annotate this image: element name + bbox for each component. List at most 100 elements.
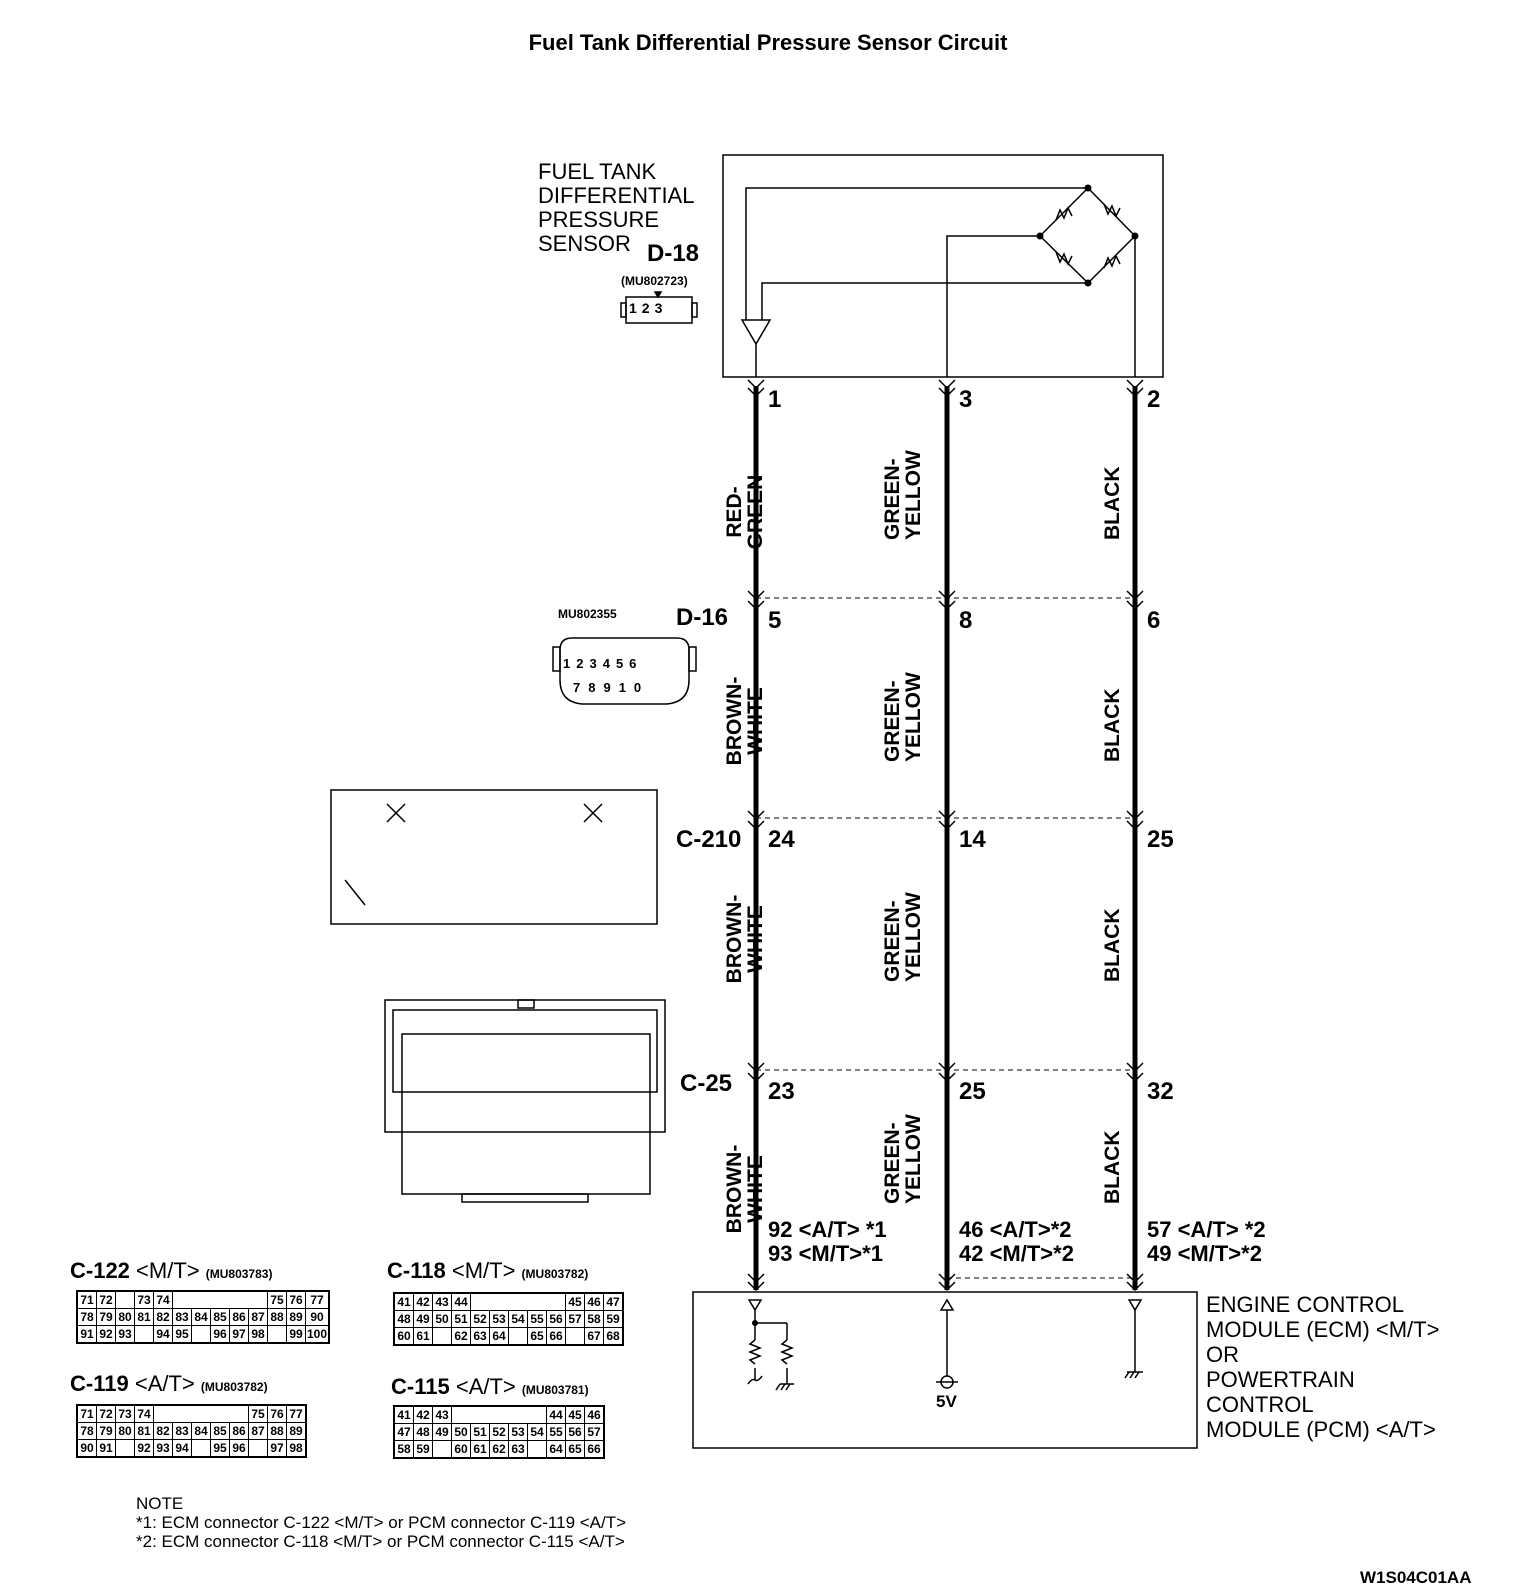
pin-cell — [508, 1327, 528, 1346]
pin-cell: 57 — [584, 1423, 605, 1441]
pin-cell — [508, 1292, 528, 1311]
pin-cell: 97 — [229, 1325, 249, 1344]
pin-cell — [229, 1404, 249, 1423]
pin-cell: 57 — [565, 1310, 585, 1328]
pin-cell: 64 — [546, 1440, 566, 1459]
d18-part: (MU802723) — [621, 274, 688, 288]
pin-number: 24 — [768, 826, 795, 853]
pin-cell: 94 — [153, 1325, 173, 1344]
pin-cell: 44 — [546, 1405, 566, 1424]
pin-cell: 98 — [248, 1325, 268, 1344]
pin-cell: 42 — [413, 1405, 433, 1424]
pin-cell — [191, 1325, 211, 1344]
pin-cell: 49 — [432, 1423, 452, 1441]
pin-cell — [229, 1290, 249, 1309]
pin-cell — [172, 1290, 192, 1309]
pin-cell: 76 — [286, 1290, 306, 1309]
sensor-box — [722, 154, 1164, 378]
pin-cell: 51 — [451, 1310, 471, 1328]
pin-cell: 71 — [76, 1290, 97, 1309]
pin-cell — [248, 1290, 268, 1309]
pin-cell — [527, 1405, 547, 1424]
pin-cell: 66 — [584, 1440, 605, 1459]
wire-color-label: BROWN-WHITE — [723, 676, 767, 766]
pin-cell: 99 — [286, 1325, 306, 1344]
wire-color-label: GREEN- YELLOW — [881, 892, 925, 982]
pin-cell: 42 — [413, 1292, 433, 1311]
pin-cell: 43 — [432, 1405, 452, 1424]
pin-cell: 51 — [470, 1423, 490, 1441]
pin-cell: 76 — [267, 1404, 287, 1423]
pin-cell: 62 — [451, 1327, 471, 1346]
pin-cell — [527, 1440, 547, 1459]
d18-pins: 123 — [629, 300, 668, 316]
d16-connector-icon — [552, 637, 697, 705]
pin-cell: 50 — [451, 1423, 471, 1441]
d16-pins-row1: 123456 — [563, 656, 643, 671]
pin-cell: 56 — [546, 1310, 566, 1328]
pin-cell — [172, 1404, 192, 1423]
pin-cell — [210, 1290, 230, 1309]
pin-cell: 86 — [229, 1308, 249, 1326]
c210-label: C-210 — [676, 826, 742, 853]
pin-cell: 79 — [96, 1308, 116, 1326]
wire-color-label: BROWN-WHITE — [723, 894, 767, 984]
pin-cell — [115, 1439, 135, 1458]
pin-cell: 91 — [96, 1439, 116, 1458]
amplifier-icon — [740, 319, 772, 346]
ecm-box — [692, 1291, 1198, 1449]
wire-color-label: BLACK — [1101, 1130, 1124, 1205]
pin-cell: 82 — [153, 1308, 173, 1326]
pin-cell: 81 — [134, 1422, 154, 1440]
pin-cell: 62 — [489, 1440, 509, 1459]
pin-cell: 92 — [96, 1325, 116, 1344]
pin-cell: 59 — [603, 1310, 624, 1328]
pin-cell — [565, 1327, 585, 1346]
pin-cell: 74 — [134, 1404, 154, 1423]
pin-cell: 73 — [134, 1290, 154, 1309]
pin-cell: 93 — [153, 1439, 173, 1458]
pin-cell: 61 — [470, 1440, 490, 1459]
pin-cell: 48 — [413, 1423, 433, 1441]
pin-cell: 95 — [210, 1439, 230, 1458]
pin-cell: 59 — [413, 1440, 433, 1459]
pin-cell: 83 — [172, 1422, 192, 1440]
pin-cell: 54 — [508, 1310, 528, 1328]
pin-cell — [527, 1292, 547, 1311]
pin-cell: 88 — [267, 1308, 287, 1326]
pin-cell — [546, 1292, 566, 1311]
pin-cell: 41 — [393, 1292, 414, 1311]
pin-cell: 74 — [153, 1290, 173, 1309]
pin-cell: 85 — [210, 1422, 230, 1440]
c119-label: C-119 <A/T> (MU803782) — [70, 1371, 268, 1396]
pin-cell — [191, 1439, 211, 1458]
pin-cell: 46 — [584, 1405, 605, 1424]
pin-number: 6 — [1147, 607, 1161, 634]
pin-cell: 52 — [489, 1423, 509, 1441]
pin-cell: 89 — [286, 1422, 307, 1440]
pin-cell — [134, 1325, 154, 1344]
c115-label: C-115 <A/T> (MU803781) — [391, 1374, 589, 1399]
pin-cell: 96 — [229, 1439, 249, 1458]
voltage-label: 5V — [936, 1392, 957, 1411]
pin-cell: 52 — [470, 1310, 490, 1328]
c25-label: C-25 — [680, 1070, 733, 1097]
pin-cell: 55 — [527, 1310, 547, 1328]
pin-cell: 45 — [565, 1292, 585, 1311]
pin-number: 23 — [768, 1078, 795, 1105]
wire-color-label: BLACK — [1101, 688, 1124, 763]
wire-color-label: BROWN-WHITE — [723, 1144, 767, 1234]
pin-cell: 41 — [393, 1405, 414, 1424]
pin-cell: 72 — [96, 1404, 116, 1423]
d18-label: D-18 — [647, 240, 700, 267]
pin-cell: 84 — [191, 1308, 211, 1326]
pin-cell: 98 — [286, 1439, 307, 1458]
pin-number: 3 — [959, 386, 973, 413]
pin-cell: 72 — [96, 1290, 116, 1309]
pin-cell: 77 — [305, 1290, 330, 1309]
page-title: Fuel Tank Differential Pressure Sensor C… — [528, 30, 1008, 55]
